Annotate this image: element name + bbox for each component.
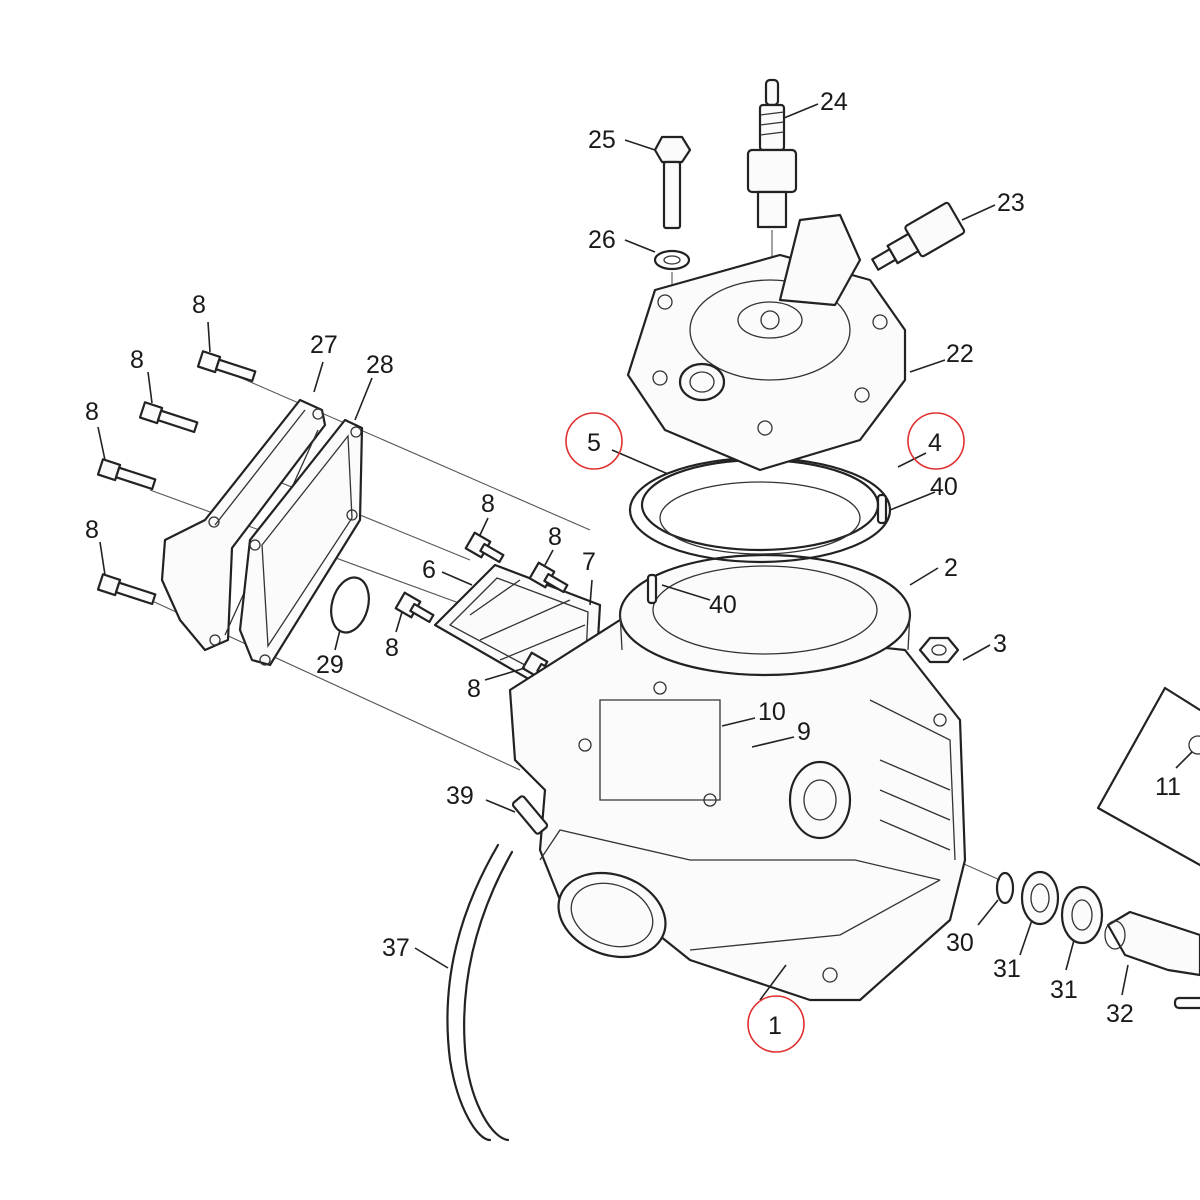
cylinder [508, 618, 967, 1002]
cylinder-nut-3 [918, 636, 960, 664]
callout-8-g: 8 [385, 634, 399, 662]
temp-sensor [871, 201, 966, 271]
callout-40-b: 40 [709, 591, 737, 619]
callout-9: 9 [797, 718, 811, 746]
reed-cover [160, 398, 327, 652]
bolt-washer [653, 249, 691, 271]
cover-bolts [96, 350, 257, 606]
reed-gasket [238, 418, 364, 667]
callout-8-e: 8 [481, 490, 495, 518]
callout-10: 10 [758, 698, 786, 726]
highlight-ring-1 [747, 995, 805, 1053]
callout-31-b: 31 [1050, 976, 1078, 1004]
callout-22: 22 [946, 340, 974, 368]
highlight-ring-5 [565, 412, 623, 470]
highlight-ring-4 [907, 412, 965, 470]
callout-5: 5 [587, 429, 601, 457]
callout-37: 37 [382, 934, 410, 962]
callout-27: 27 [310, 331, 338, 359]
head-gaskets [628, 456, 892, 564]
callout-8-a: 8 [192, 291, 206, 319]
callout-3: 3 [993, 630, 1007, 658]
callout-40-a: 40 [930, 473, 958, 501]
callout-labels: 1 2 3 4 5 6 7 8 8 8 8 8 8 8 8 9 10 11 22… [85, 88, 1181, 1040]
breather-fitting [511, 795, 549, 835]
callout-28: 28 [366, 351, 394, 379]
callout-8-d: 8 [85, 516, 99, 544]
leader-lines [97, 103, 1193, 1001]
circlip-30 [995, 871, 1015, 905]
callout-32: 32 [1106, 1000, 1134, 1028]
breather-hose [446, 843, 514, 1142]
callout-4: 4 [928, 429, 942, 457]
callout-6: 6 [422, 556, 436, 584]
dowel-pins-40 [646, 493, 888, 605]
cylinder-top [618, 553, 912, 677]
callout-8-c: 8 [85, 398, 99, 426]
circlip-29 [330, 576, 370, 634]
callout-30: 30 [946, 929, 974, 957]
callout-7: 7 [582, 548, 596, 576]
callout-23: 23 [997, 189, 1025, 217]
callout-26: 26 [588, 226, 616, 254]
callout-1: 1 [768, 1012, 782, 1040]
callout-25: 25 [588, 126, 616, 154]
highlight-rings [565, 412, 965, 1053]
inset-panel [1096, 686, 1200, 867]
cylinder-head [626, 213, 907, 472]
spark-plug [746, 78, 798, 229]
callout-31-a: 31 [993, 955, 1021, 983]
head-bolt [653, 135, 692, 230]
callout-8-f: 8 [548, 523, 562, 551]
shaft-32 [1104, 910, 1200, 1010]
callout-24: 24 [820, 88, 848, 116]
callout-29: 29 [316, 651, 344, 679]
callout-39: 39 [446, 782, 474, 810]
callout-8-h: 8 [467, 675, 481, 703]
callout-8-b: 8 [130, 346, 144, 374]
bearings-31 [1020, 870, 1104, 945]
callout-11: 11 [1155, 773, 1181, 801]
callout-2: 2 [944, 554, 958, 582]
